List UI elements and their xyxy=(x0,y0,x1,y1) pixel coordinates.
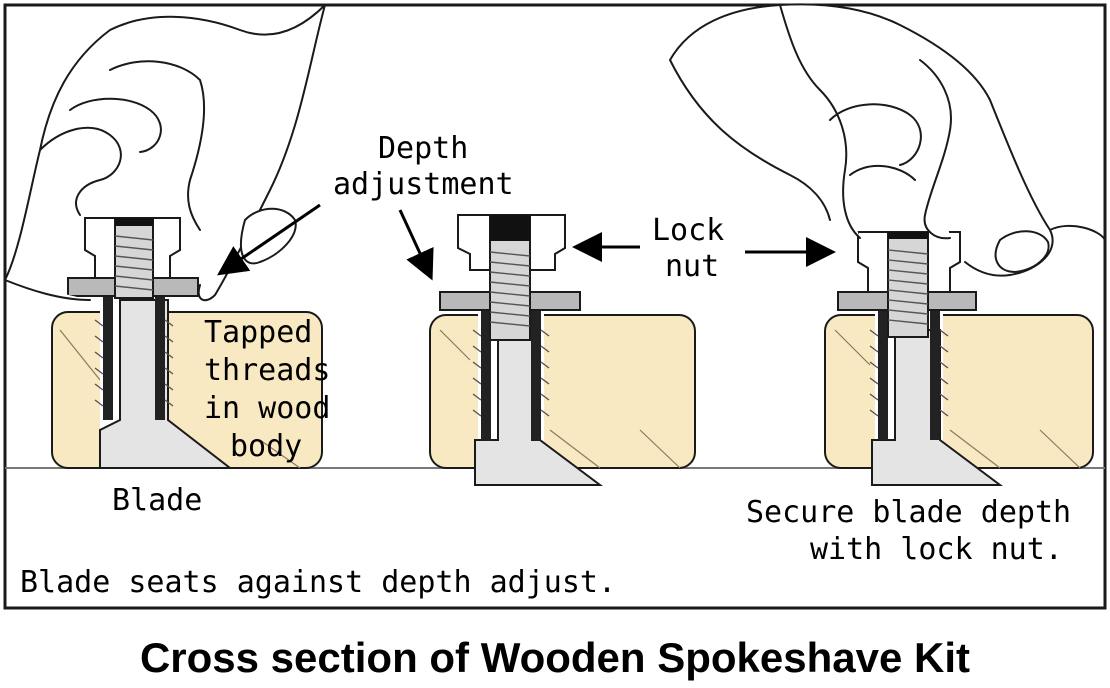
right-tapped-threads xyxy=(869,329,949,417)
label-secure-line2: with lock nut. xyxy=(810,532,1063,567)
label-depth-line2: adjustment xyxy=(333,167,514,202)
arrow-to-left-lock-nut xyxy=(217,203,321,276)
label-depth-line1: Depth xyxy=(378,131,468,166)
label-locknut-line1: Lock xyxy=(652,213,724,248)
right-hand xyxy=(669,3,1106,277)
label-locknut-line2: nut xyxy=(665,249,719,284)
right-wood-body xyxy=(824,314,1094,469)
label-blade: Blade xyxy=(112,483,202,518)
label-blade-seats: Blade seats against depth adjust. xyxy=(20,565,616,600)
figure-caption: Cross section of Wooden Spokeshave Kit xyxy=(140,634,970,681)
left-tapped-threads xyxy=(94,319,174,407)
label-tapped-line3: in wood xyxy=(204,391,330,426)
right-assembly xyxy=(669,3,1106,486)
left-assembly xyxy=(4,4,326,469)
middle-assembly xyxy=(429,214,696,486)
label-tapped-line4: body xyxy=(230,429,302,464)
label-secure-line1: Secure blade depth xyxy=(746,495,1071,530)
label-tapped-line2: threads xyxy=(204,353,330,388)
middle-tapped-threads xyxy=(472,329,550,417)
annotation-arrows xyxy=(217,203,836,281)
arrow-to-depth-adjustment xyxy=(398,209,434,281)
label-tapped-line1: Tapped xyxy=(204,315,312,350)
